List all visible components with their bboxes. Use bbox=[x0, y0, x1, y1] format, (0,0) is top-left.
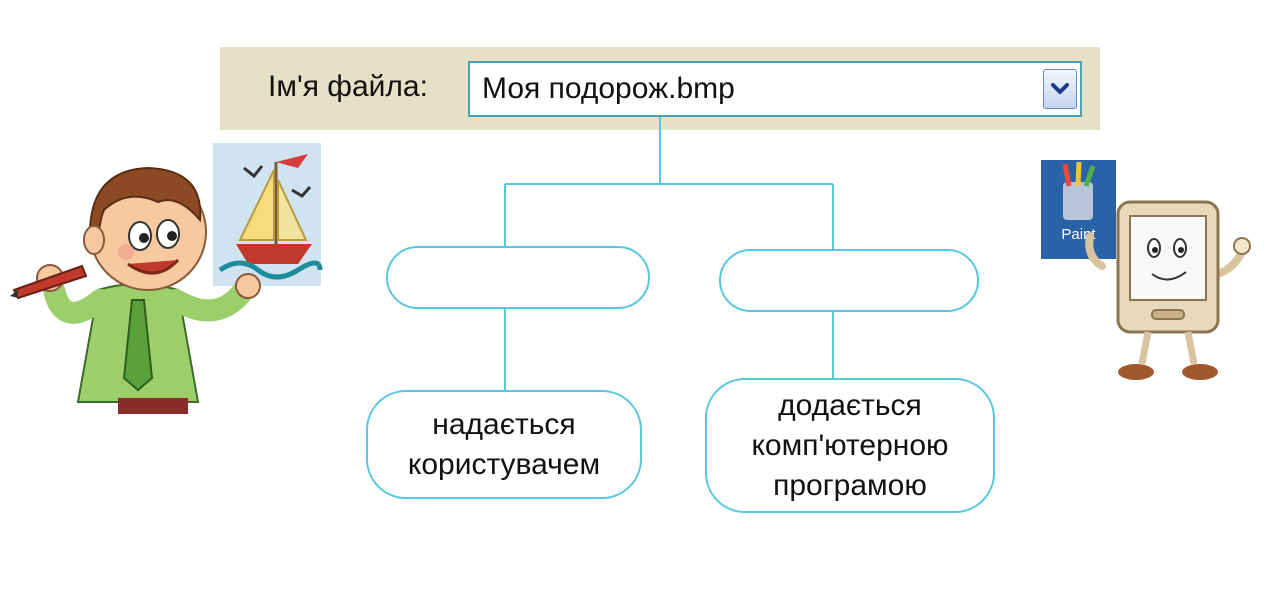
file-name-input[interactable] bbox=[468, 61, 1082, 117]
chevron-down-icon bbox=[1051, 83, 1069, 94]
empty-box-right bbox=[719, 249, 979, 312]
file-name-label: Ім'я файла: bbox=[268, 70, 428, 103]
description-right-text: додається комп'ютерною програмою bbox=[751, 388, 949, 502]
boy-illustration bbox=[10, 143, 323, 414]
description-left-text: надається користувачем bbox=[407, 407, 601, 481]
description-box-left: надається користувачем bbox=[366, 390, 642, 499]
paint-brushes-icon bbox=[1062, 161, 1096, 220]
file-name-dropdown-button[interactable] bbox=[1043, 69, 1077, 109]
computer-mascot-illustration bbox=[1085, 200, 1251, 380]
file-name-value: Моя подорож.bmp bbox=[482, 72, 735, 105]
empty-box-left bbox=[386, 246, 650, 309]
paint-app-icon bbox=[1041, 160, 1116, 259]
description-box-right: додається комп'ютерною програмою bbox=[705, 378, 995, 513]
